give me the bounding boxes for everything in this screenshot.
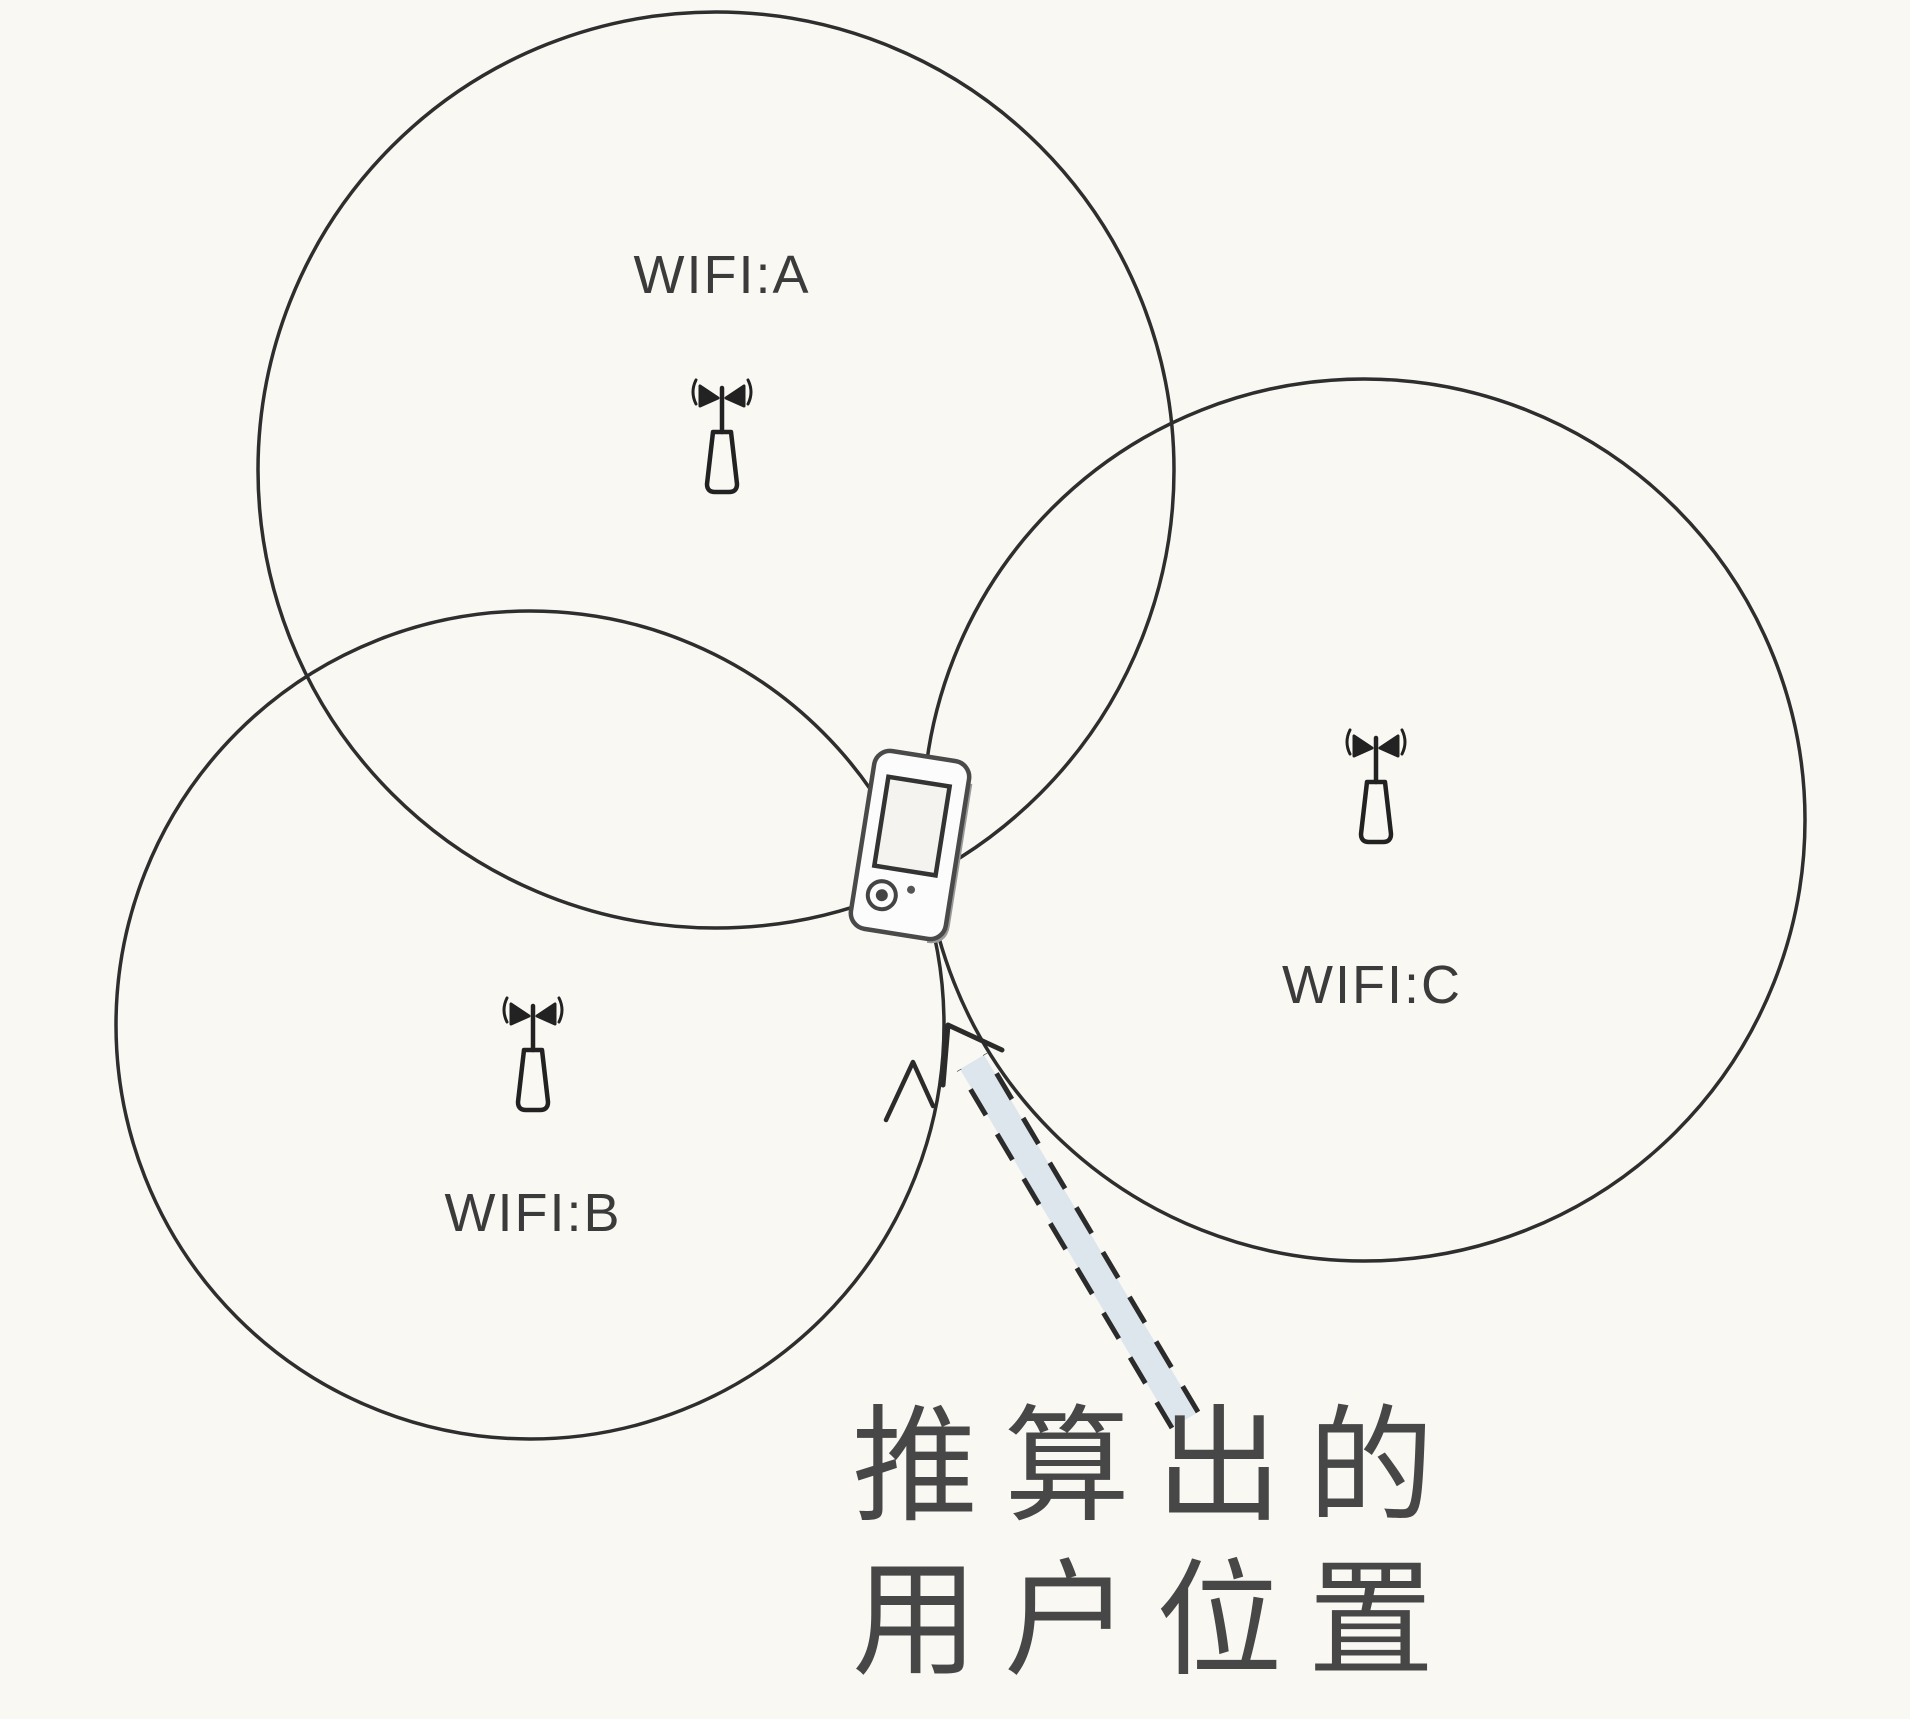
coverage-circle-b: [114, 609, 946, 1441]
annotation-line-1: 推算出的: [852, 1399, 1460, 1538]
wifi-c-label: WIFI:C: [1282, 955, 1462, 1015]
mobile-device-icon: [848, 748, 973, 944]
wifi-a-label: WIFI:A: [633, 245, 811, 305]
pointer-arrow: [883, 1022, 1201, 1430]
coverage-circles: [114, 10, 1807, 1441]
wifi-antenna-c-icon: [1347, 730, 1405, 842]
coverage-circle-a: [256, 10, 1176, 930]
wifi-b-label: WIFI:B: [444, 1183, 622, 1243]
annotation-estimated-user-position: 推算出的 用户位置: [852, 1392, 1460, 1699]
hand-drawn-chevron: [883, 1059, 936, 1123]
annotation-line-2: 用户位置: [852, 1552, 1460, 1692]
wifi-antenna-a-icon: [693, 380, 751, 492]
wifi-antenna-b-icon: [504, 998, 562, 1110]
